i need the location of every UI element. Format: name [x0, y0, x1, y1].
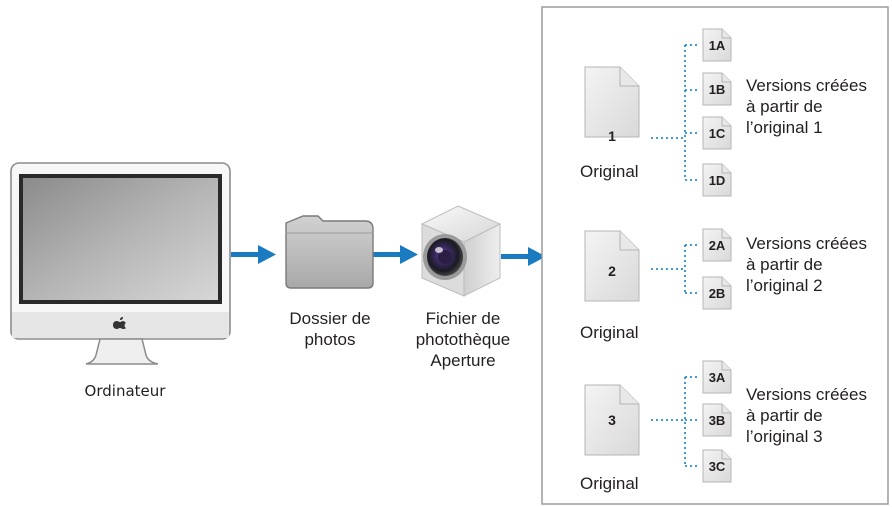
original-group-3: 3 3A 3B 3C [584, 360, 732, 483]
caption-line: Versions créées [746, 76, 867, 95]
version-label: 3B [709, 413, 726, 428]
imac-icon [10, 162, 231, 365]
original-label: Original [580, 162, 639, 181]
aperture-library-icon [420, 205, 502, 297]
original-group-1: 1 1A 1B 1C 1D [584, 28, 732, 197]
folder-label-line: Dossier de [289, 309, 371, 328]
versions-caption: Versions créées à partir de l’original 1 [746, 75, 867, 138]
version-label: 2A [709, 238, 726, 253]
caption-line: l’original 2 [746, 276, 823, 295]
original-group-2: 2 2A 2B [584, 228, 732, 310]
caption-line: Versions créées [746, 234, 867, 253]
original-label: Original [580, 323, 639, 342]
versions-caption: Versions créées à partir de l’original 2 [746, 233, 867, 296]
folder-label: Dossier de photos [272, 308, 388, 350]
library-label: Fichier de photothèque Aperture [405, 308, 521, 371]
arrow-computer-to-folder [231, 245, 276, 264]
version-label: 3C [709, 459, 726, 474]
version-label: 1B [709, 82, 726, 97]
caption-line: Versions créées [746, 385, 867, 404]
original-number: 1 [608, 128, 616, 144]
caption-line: à partir de [746, 97, 823, 116]
caption-line: l’original 3 [746, 427, 823, 446]
arrow-folder-to-library [373, 245, 418, 264]
library-label-line: Aperture [430, 351, 496, 370]
original-doc-icon [584, 66, 640, 138]
versions-caption: Versions créées à partir de l’original 3 [746, 384, 867, 447]
caption-line: l’original 1 [746, 118, 823, 137]
computer-label: Ordinateur [84, 382, 166, 400]
version-label: 1C [709, 126, 726, 141]
arrow-library-to-panel [501, 247, 546, 266]
folder-label-line: photos [304, 330, 356, 349]
caption-line: à partir de [746, 255, 823, 274]
library-label-line: Fichier de [425, 309, 501, 328]
folder-icon [285, 215, 374, 289]
version-label: 2B [709, 286, 726, 301]
version-label: 1A [709, 38, 726, 53]
version-label: 3A [709, 370, 726, 385]
original-number: 2 [608, 263, 616, 279]
caption-line: à partir de [746, 406, 823, 425]
original-label: Original [580, 474, 639, 493]
version-label: 1D [709, 173, 726, 188]
library-label-line: photothèque [415, 330, 511, 349]
original-number: 3 [608, 412, 616, 428]
